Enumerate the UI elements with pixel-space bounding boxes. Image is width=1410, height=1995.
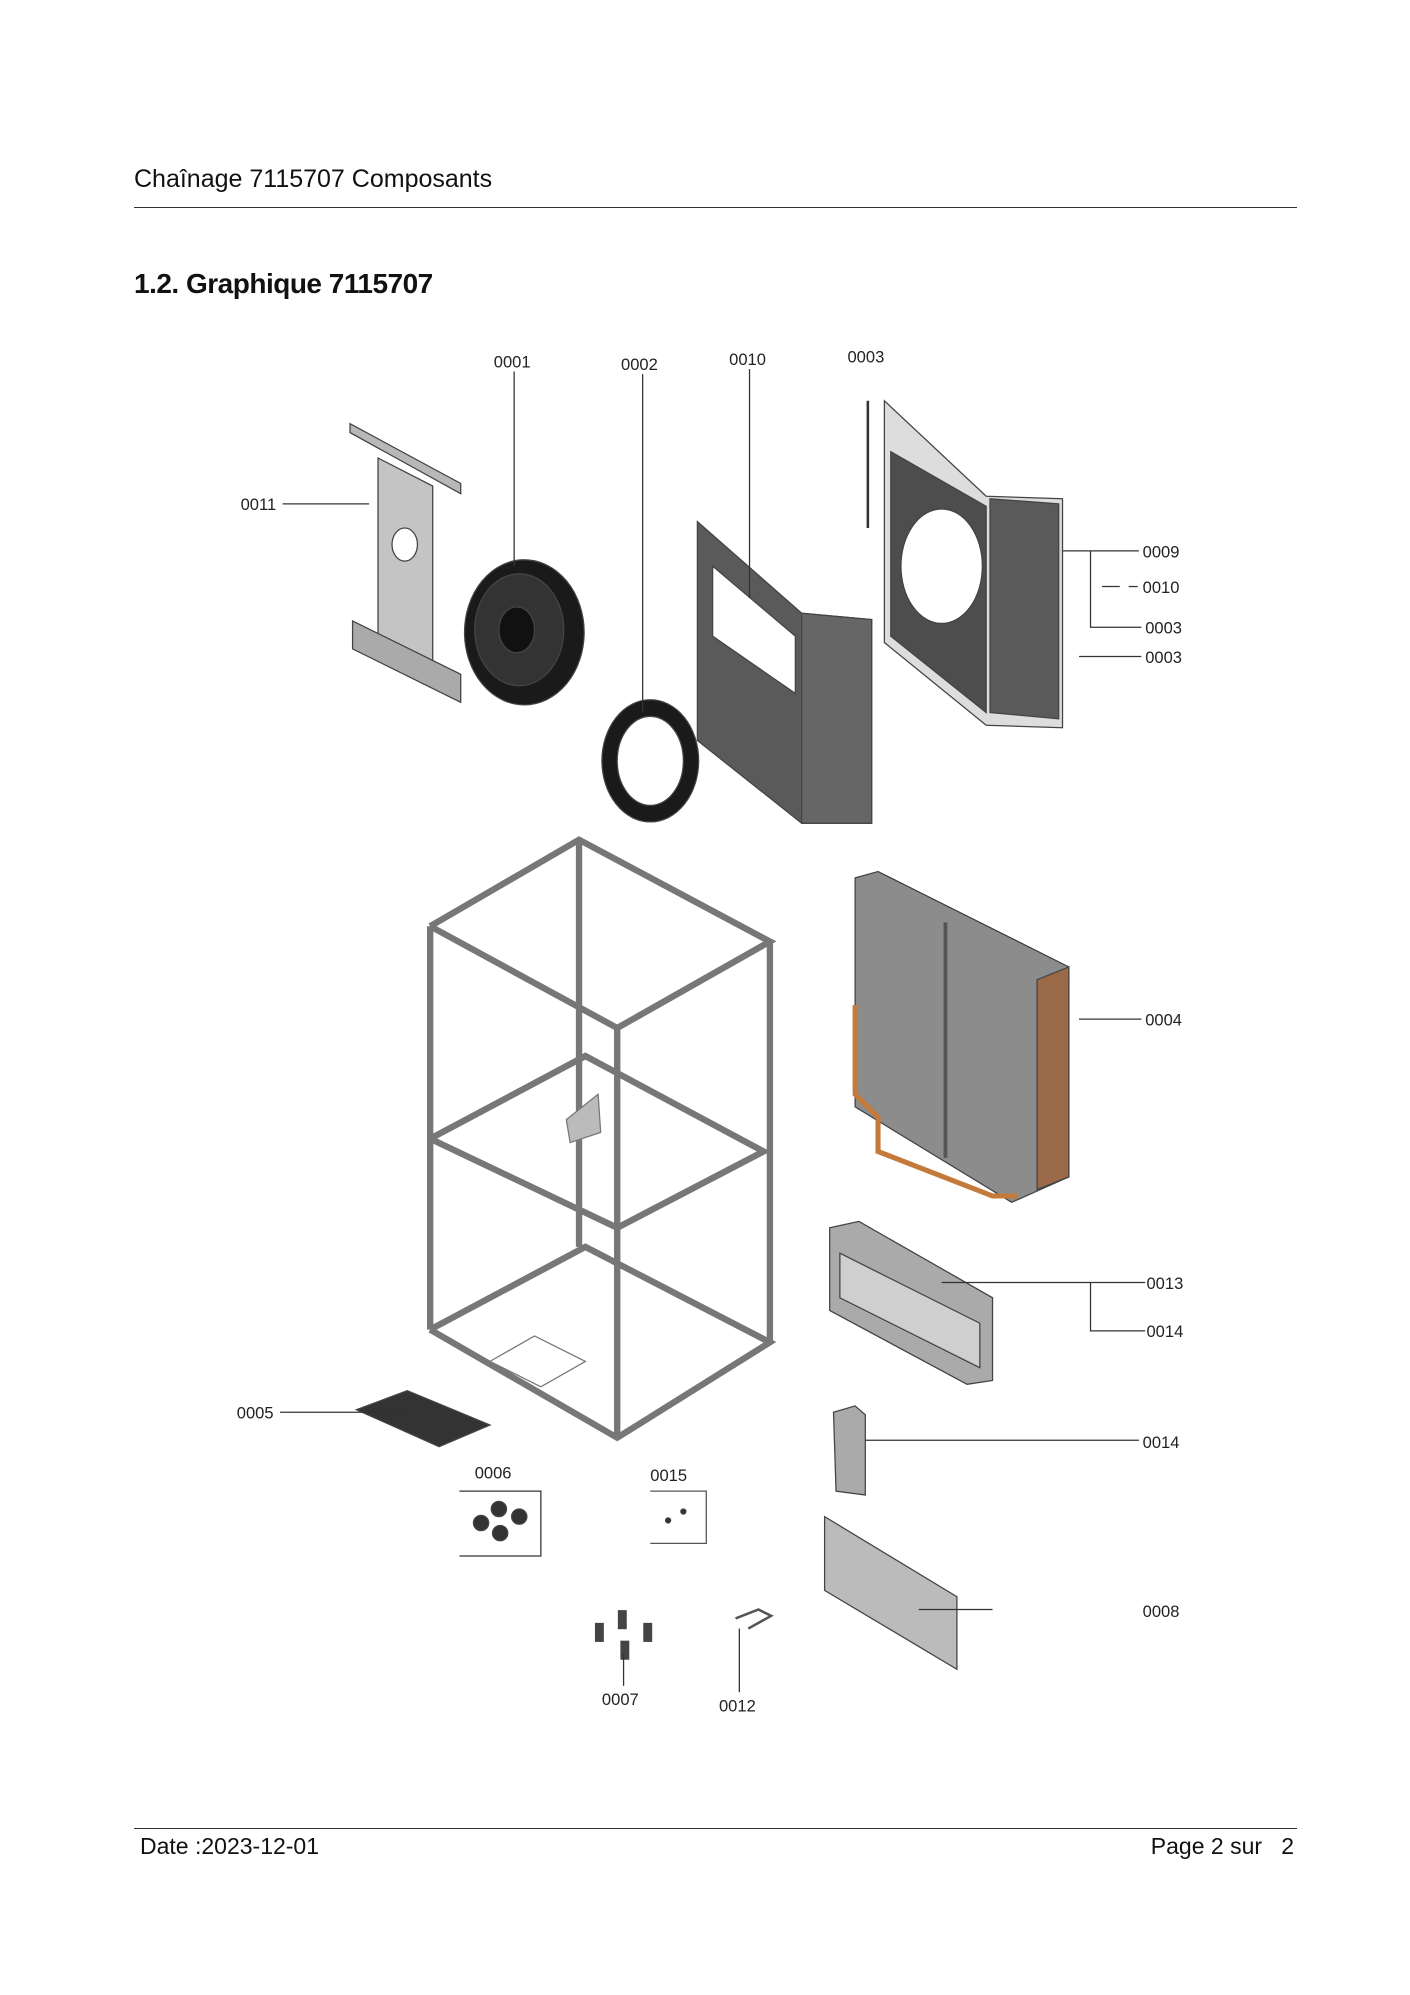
callout-0004: 0004 [1145, 1010, 1182, 1029]
callout-0003: 0003 [848, 348, 885, 367]
part-tray-0013 [829, 1220, 994, 1385]
footer-divider [134, 1828, 1297, 1829]
callout-0005: 0005 [237, 1404, 274, 1423]
callout-0007: 0007 [602, 1690, 639, 1709]
part-door-0009 [883, 399, 1064, 729]
document-header-title: Chaînage 7115707 Composants [134, 165, 493, 193]
callout-0014: 0014 [1146, 1322, 1183, 1341]
footer-date: Date :2023-12-01 [140, 1833, 320, 1859]
part-feet-0007 [594, 1610, 653, 1660]
part-panel-0010 [696, 520, 873, 824]
part-fan-0001 [463, 559, 585, 706]
callout-labels: 0001 0002 0010 0003 0011 0009 0010 0003 … [237, 348, 1183, 1716]
callout-0001: 0001 [494, 353, 531, 372]
callout-0010: 0010 [1143, 578, 1180, 597]
callout-0011: 0011 [241, 495, 277, 514]
callout-0014: 0014 [1143, 1433, 1180, 1452]
callout-0008: 0008 [1143, 1602, 1180, 1621]
part-frame [426, 836, 777, 1442]
part-clip-0012 [735, 1608, 774, 1630]
callout-0010: 0010 [729, 350, 766, 369]
part-feet-box-0006 [459, 1490, 542, 1557]
part-screw-box-0015 [650, 1490, 707, 1544]
part-panel-0008 [823, 1515, 958, 1671]
part-pad-0005 [354, 1389, 492, 1448]
part-ring-0002 [601, 699, 700, 823]
part-coil-0004 [852, 870, 1070, 1204]
callout-0006: 0006 [475, 1463, 512, 1482]
footer-page-number: Page 2 sur 2 [1150, 1833, 1294, 1859]
callout-0015: 0015 [650, 1466, 687, 1485]
callout-0012: 0012 [719, 1696, 756, 1715]
callout-0003: 0003 [1145, 619, 1182, 638]
leader-lines [280, 368, 1146, 1693]
part-bracket-0014 [832, 1405, 866, 1496]
callout-0009: 0009 [1143, 542, 1180, 561]
callout-0013: 0013 [1146, 1274, 1183, 1293]
header-divider [134, 207, 1297, 208]
callout-0003: 0003 [1145, 648, 1182, 667]
section-heading: 1.2. Graphique 7115707 [134, 268, 433, 299]
part-bracket-0011 [349, 422, 462, 704]
callout-0002: 0002 [621, 355, 658, 374]
